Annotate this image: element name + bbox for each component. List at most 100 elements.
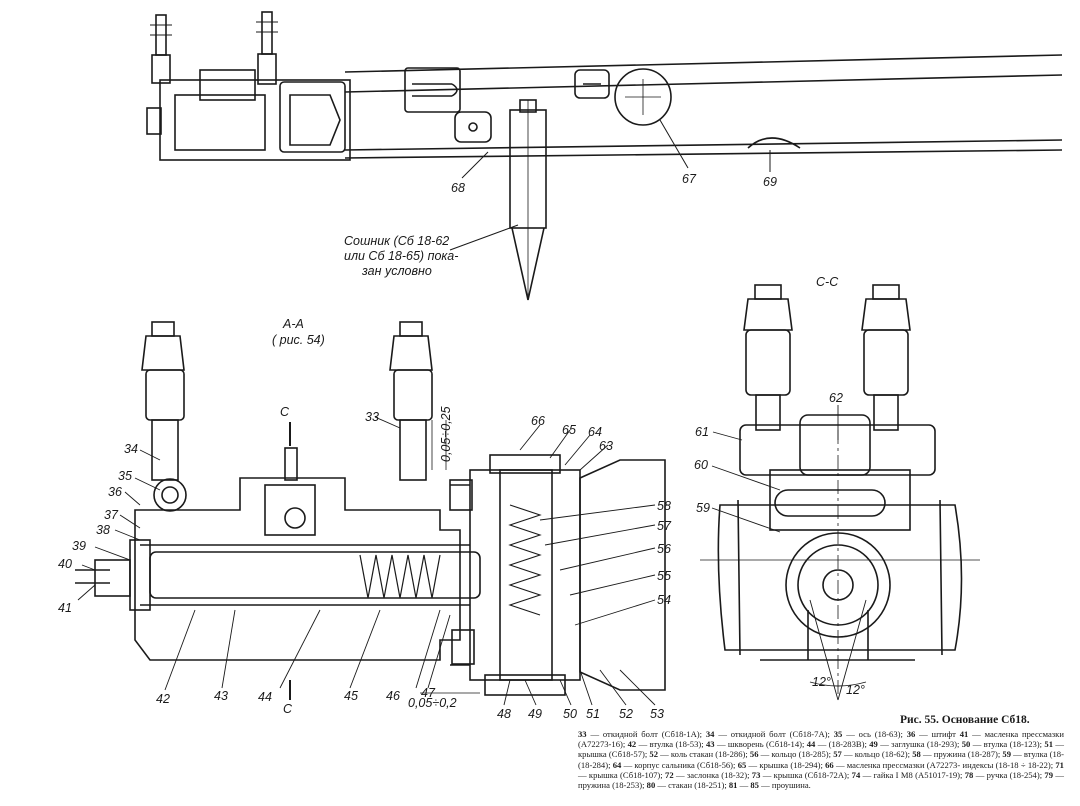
callout-44: 44 — [258, 690, 272, 704]
legend-entry: 50 — втулка (18-123); — [962, 739, 1045, 749]
callout-48: 48 — [497, 707, 511, 721]
legend-number: 81 — [728, 780, 740, 791]
callout-43: 43 — [214, 689, 228, 703]
legend-text: — масленка прессмазки (А72273-16); — [578, 729, 1064, 750]
section-cc-view — [700, 284, 980, 701]
legend-number: 57 — [833, 749, 844, 760]
legend-entry: 65 — крышка (18-294); — [738, 760, 825, 770]
legend-number: 78 — [964, 769, 976, 780]
legend-number: 74 — [851, 769, 863, 780]
legend-entry: 36 — штифт — [907, 729, 960, 739]
legend-text: гайка I М8 (А51017-19); — [873, 769, 965, 780]
legend-number: 56 — [749, 749, 761, 760]
legend-text: — штифт — [919, 729, 960, 739]
legend-entry: 34 — откидной болт (Сб18-7А); — [706, 729, 834, 739]
legend-entry: 72 — заслонка (18-32); — [665, 770, 752, 780]
callout-37: 37 — [104, 508, 119, 522]
legend-number: 65 — [737, 759, 749, 770]
legend-number: 44 — [806, 739, 818, 750]
callout-57: 57 — [657, 519, 672, 533]
legend-number: 49 — [869, 739, 881, 750]
legend-number: 33 — [578, 729, 591, 739]
legend-entry: 49 — заглушка (18-293); — [869, 739, 961, 749]
callout-35: 35 — [118, 469, 132, 483]
legend-text: (18-284); — [578, 759, 613, 770]
section-aa-title: А-А — [282, 317, 304, 331]
callout-58: 58 — [657, 499, 671, 513]
legend-entry: 56 — кольцо (18-285); — [750, 749, 833, 759]
callout-46: 46 — [386, 689, 400, 703]
callout-51: 51 — [586, 707, 600, 721]
legend-number: 42 — [627, 739, 639, 750]
legend-text: — (18-283В); — [817, 739, 870, 750]
legend-text: стакан (18-286); — [689, 749, 750, 760]
legend-entry: 74 — — [852, 770, 874, 780]
legend-number: 52 — [649, 749, 661, 760]
legend-number: 35 — [833, 729, 847, 739]
legend-entry: 81 — — [729, 780, 751, 790]
callout-54: 54 — [657, 593, 671, 607]
legend-entry: 57 — кольцо (18-62); — [833, 749, 912, 759]
legend-number: 72 — [665, 769, 676, 780]
legend-number: 66 — [825, 759, 836, 770]
legend-entry: 51 — крышка (Сб18-57); — [578, 739, 1064, 759]
legend-text: — кольцо (18-62); — [843, 749, 913, 760]
dim-horizontal: 0,05÷0,2 — [408, 696, 457, 710]
legend-entry: 35 — ось (18-63); — [834, 729, 907, 739]
callout-38: 38 — [96, 523, 110, 537]
legend-text: — пружина (18-253); — [578, 769, 1064, 791]
legend-entry: 41 — масленка прессмазки (А72273-16); — [578, 729, 1064, 749]
section-labels: А-А ( рис. 54) С-С С С 0,05÷0,2 0,05÷0,2… — [272, 275, 865, 716]
angle-left: 12° — [812, 675, 831, 689]
callout-39: 39 — [72, 539, 86, 553]
callout-69: 69 — [763, 175, 777, 189]
callout-56: 56 — [657, 542, 671, 556]
section-aa-view — [75, 321, 666, 706]
section-aa-ref: ( рис. 54) — [272, 333, 325, 347]
legend-entry: 44 — (18-283В); — [807, 739, 870, 749]
legend-number: 36 — [906, 729, 920, 739]
legend-entry: 79 — пружина (18-253); — [578, 770, 1064, 790]
legend-entry: стакан (18-286); — [689, 749, 750, 759]
legend-number: 71 — [1055, 759, 1064, 770]
callout-66: 66 — [531, 414, 545, 428]
callout-36: 36 — [108, 485, 122, 499]
legend-number: 64 — [612, 759, 624, 770]
dim-vertical: 0,05÷0,25 — [439, 406, 453, 462]
callout-67: 67 — [682, 172, 697, 186]
legend-text: — масленка прессмазки (А72273- — [835, 759, 963, 770]
callout-34: 34 — [124, 442, 138, 456]
legend-number: 43 — [706, 739, 717, 750]
legend-text: — заглушка (18-293); — [880, 739, 962, 750]
figure-caption: Рис. 55. Основание Сб18. — [900, 714, 1030, 726]
legend-number: 34 — [705, 729, 719, 739]
callout-60: 60 — [694, 458, 708, 472]
section-cc-title: С-С — [816, 275, 839, 289]
legend-text: — шкворень (Сб18-14); — [716, 739, 807, 750]
legend-entry: 43 — шкворень (Сб18-14); — [706, 739, 807, 749]
legend-text: — крышка (18-294); — [748, 759, 826, 770]
callout-68: 68 — [451, 181, 465, 195]
main-callouts: 33 34 35 36 37 38 39 40 41 42 43 44 45 4… — [58, 410, 672, 721]
coulter-note-line-1: Сошник (Сб 18-62 — [344, 234, 449, 248]
legend-number: 51 — [1044, 739, 1056, 750]
callout-59: 59 — [696, 501, 710, 515]
callout-47: 47 — [421, 686, 436, 700]
parts-legend: 33 — откидной болт (Сб18-1А); 34 — откид… — [578, 729, 1064, 790]
section-mark-top: С — [280, 405, 290, 419]
callout-65: 65 — [562, 423, 576, 437]
callout-42: 42 — [156, 692, 170, 706]
callout-63: 63 — [599, 439, 613, 453]
legend-number: 58 — [912, 749, 923, 760]
legend-entry: гайка I М8 (А51017-19); — [874, 770, 965, 780]
coulter-note: Сошник (Сб 18-62 или Сб 18-65) пока- зан… — [344, 234, 458, 278]
legend-text: — крышка (Сб18-72А); — [762, 769, 852, 780]
legend-entry: 73 — крышка (Сб18-72А); — [752, 770, 852, 780]
legend-entry: индексы (18-18 ÷ 18-22); — [962, 760, 1055, 770]
legend-number: 79 — [1044, 769, 1056, 780]
legend-entry: 80 — стакан (18-251); — [647, 780, 729, 790]
legend-text: — проушина. — [761, 780, 811, 791]
legend-text: — — [862, 769, 874, 780]
legend-entry: 33 — откидной болт (Сб18-1А); — [578, 729, 706, 739]
